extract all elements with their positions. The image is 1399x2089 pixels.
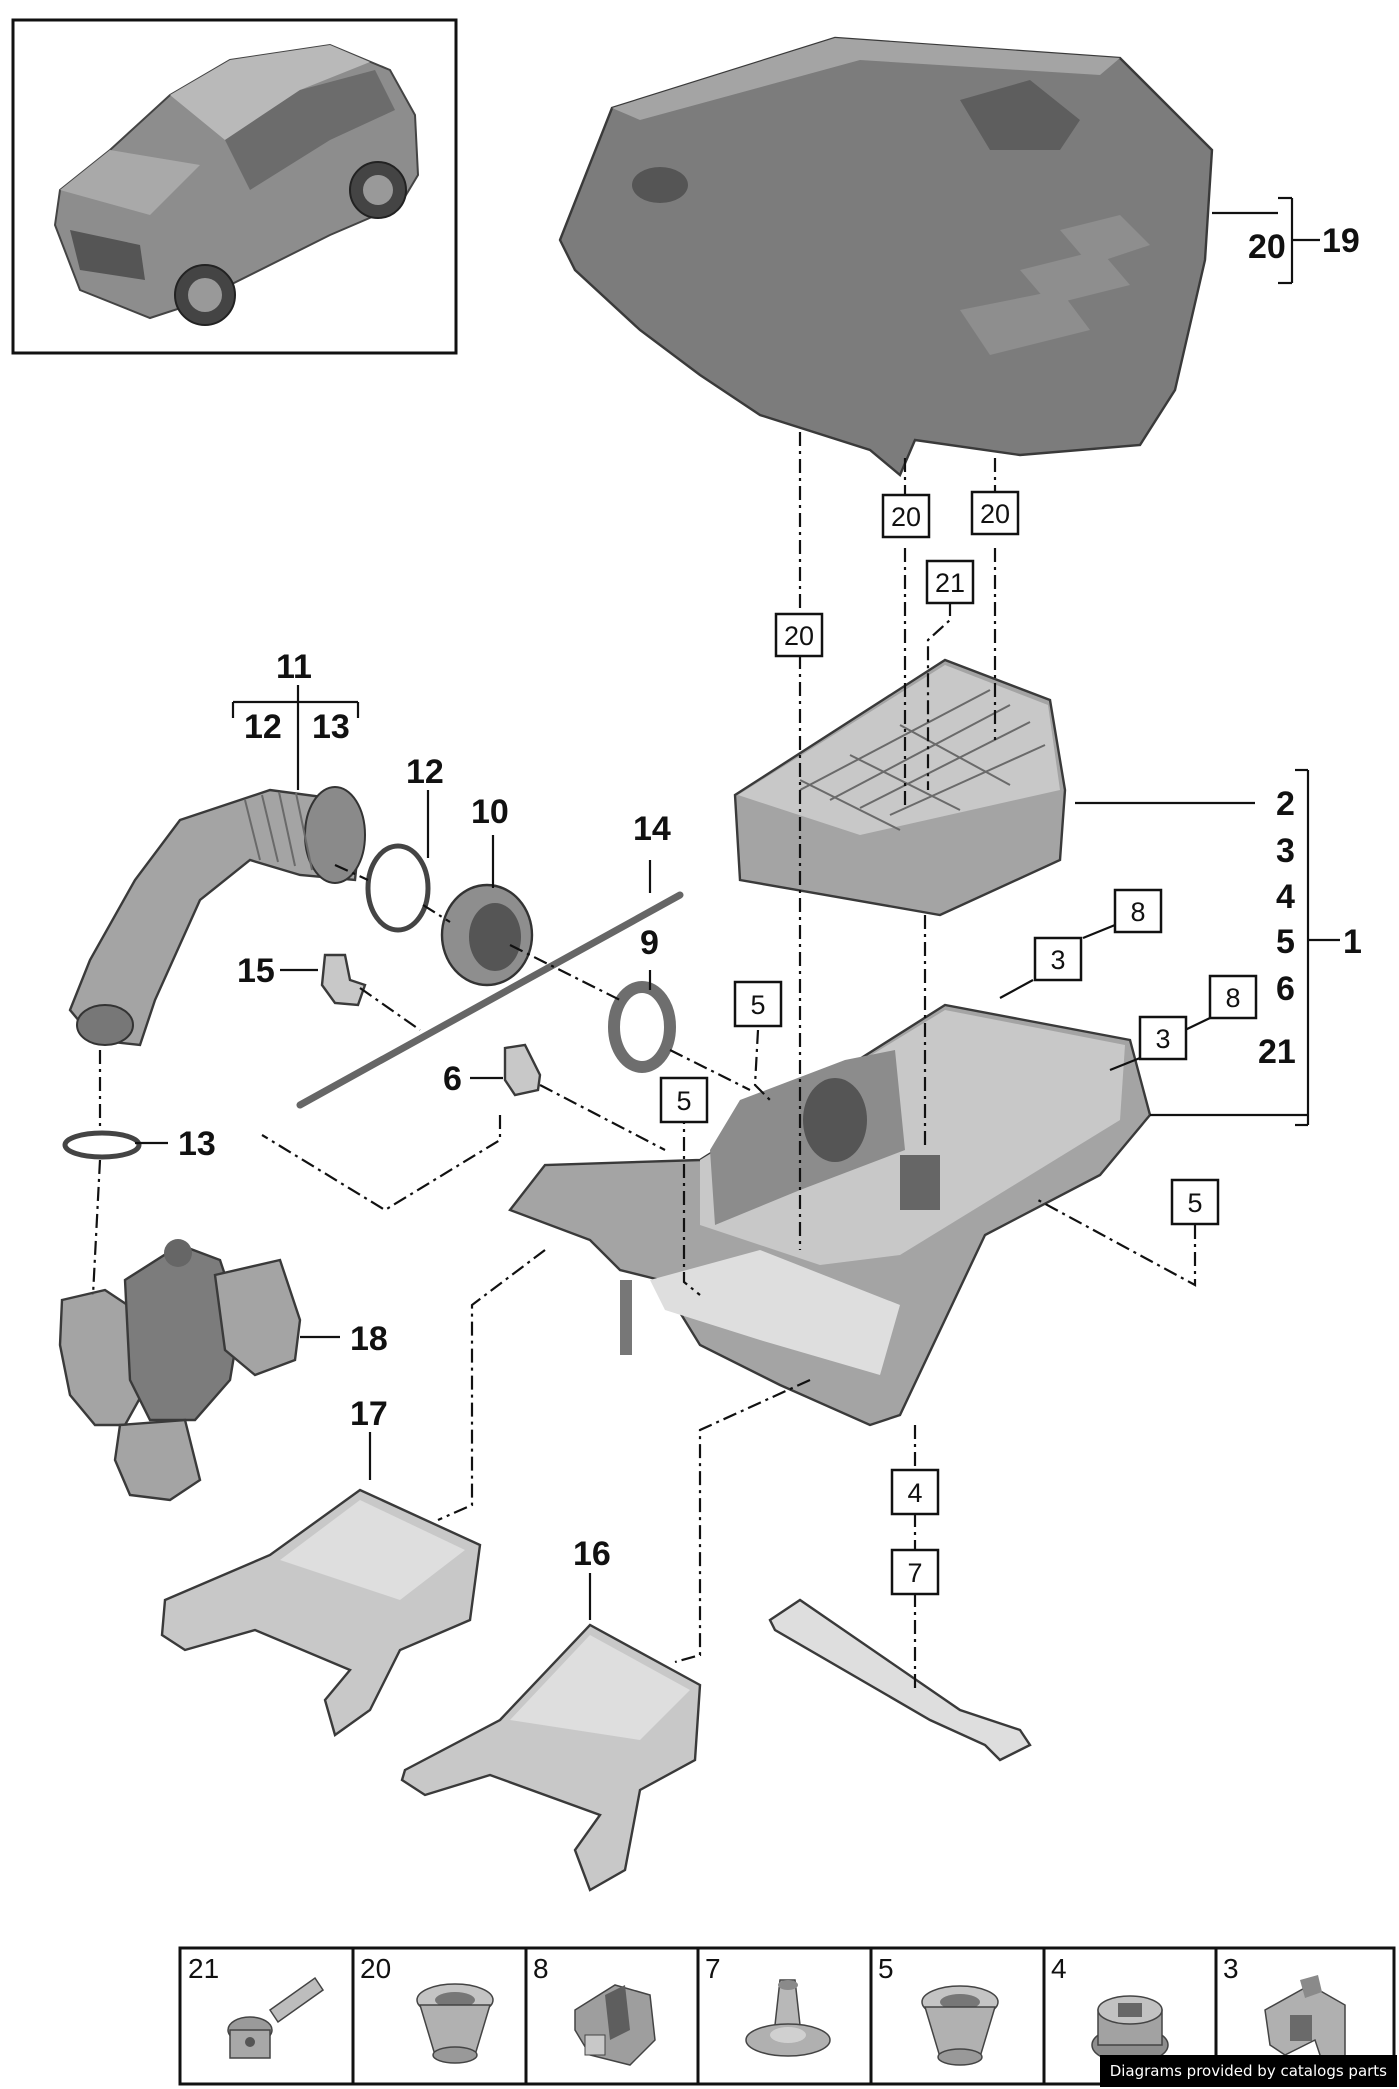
svg-text:4: 4 xyxy=(907,1478,922,1508)
callout-6: 6 xyxy=(443,1060,462,1098)
hose-clamp-13 xyxy=(62,1130,142,1160)
callout-2: 2 xyxy=(1276,785,1295,823)
svg-text:5: 5 xyxy=(1187,1188,1202,1218)
push-rivet-icon xyxy=(745,1979,831,2057)
callout-17: 17 xyxy=(350,1395,388,1433)
seal-ring-9 xyxy=(608,981,676,1073)
callout-19: 19 xyxy=(1322,222,1360,260)
intake-tube xyxy=(68,786,366,1047)
box-label-8: 8 xyxy=(1113,888,1163,934)
table-label-21: 21 xyxy=(188,1953,219,1984)
svg-text:8: 8 xyxy=(1130,897,1145,927)
air-filter-element xyxy=(733,658,1067,917)
svg-text:20: 20 xyxy=(980,499,1010,529)
box-label-20: 20 xyxy=(970,490,1020,536)
connecting-sleeve-10 xyxy=(440,883,534,987)
svg-text:20: 20 xyxy=(784,621,814,651)
rod-14 xyxy=(296,891,684,1109)
air-filter-housing xyxy=(508,1003,1152,1427)
air-duct-16 xyxy=(400,1623,702,1892)
grommet-icon xyxy=(416,1983,494,2064)
svg-text:3: 3 xyxy=(1050,945,1065,975)
box-label-5: 5 xyxy=(1170,1178,1220,1226)
callout-13: 13 xyxy=(178,1125,216,1163)
callout-9: 9 xyxy=(640,924,659,962)
callout-18: 18 xyxy=(350,1320,388,1358)
box-label-3: 3 xyxy=(1033,936,1083,982)
callout-6-group: 6 xyxy=(1276,970,1295,1008)
callout-10: 10 xyxy=(471,793,509,831)
svg-text:20: 20 xyxy=(891,502,921,532)
callout-numbers: 19 20 11 12 13 12 10 14 9 15 6 13 18 17 … xyxy=(178,222,1362,1573)
svg-text:5: 5 xyxy=(676,1086,691,1116)
box-label-8: 8 xyxy=(1208,974,1258,1020)
box-label-3: 3 xyxy=(1138,1015,1188,1061)
connector-6 xyxy=(503,1043,542,1097)
hose-clamp-12 xyxy=(365,843,431,933)
leader-lines xyxy=(135,196,1340,1620)
air-duct-17 xyxy=(160,1488,482,1737)
callout-16: 16 xyxy=(573,1535,611,1573)
assembly-lines xyxy=(91,432,1197,1690)
engine-cover xyxy=(558,36,1214,477)
table-label-7: 7 xyxy=(705,1953,721,1984)
bolt-icon xyxy=(227,1976,325,2059)
box-label-20: 20 xyxy=(774,612,824,658)
grommet-icon xyxy=(921,1985,999,2066)
bracket-7 xyxy=(768,1598,1032,1762)
table-label-8: 8 xyxy=(533,1953,549,1984)
callout-12-group: 12 xyxy=(244,708,282,746)
callout-12: 12 xyxy=(406,753,444,791)
table-label-4: 4 xyxy=(1051,1953,1067,1984)
callout-15: 15 xyxy=(237,952,275,990)
clip-icon xyxy=(574,1984,656,2066)
callout-11: 11 xyxy=(276,648,312,686)
table-label-20: 20 xyxy=(360,1953,391,1984)
callout-14: 14 xyxy=(633,810,671,848)
rubber-bushing-icon xyxy=(1091,1995,1169,2064)
svg-text:3: 3 xyxy=(1155,1024,1170,1054)
callout-3: 3 xyxy=(1276,832,1295,870)
turbocharger xyxy=(58,1239,302,1502)
sensor-15 xyxy=(320,953,367,1007)
callout-20: 20 xyxy=(1248,228,1286,266)
svg-text:8: 8 xyxy=(1225,983,1240,1013)
callout-21: 21 xyxy=(1258,1033,1296,1071)
svg-text:5: 5 xyxy=(750,990,765,1020)
attribution-badge: Diagrams provided by catalogs parts xyxy=(1099,2055,1397,2087)
box-label-5: 5 xyxy=(659,1076,709,1124)
svg-text:21: 21 xyxy=(935,568,965,598)
table-label-3: 3 xyxy=(1223,1953,1239,1984)
boxed-labels: 20 20 21 20 8 3 8 3 5 5 5 4 7 xyxy=(659,490,1258,1596)
callout-13-group: 13 xyxy=(312,708,350,746)
box-label-20: 20 xyxy=(881,493,931,539)
suv-icon xyxy=(53,43,420,326)
box-label-7: 7 xyxy=(890,1548,940,1596)
callout-5: 5 xyxy=(1276,923,1295,961)
svg-text:7: 7 xyxy=(907,1558,922,1588)
box-label-21: 21 xyxy=(925,559,975,605)
box-label-4: 4 xyxy=(890,1468,940,1516)
box-label-5: 5 xyxy=(733,980,783,1028)
callout-4: 4 xyxy=(1276,878,1295,916)
table-label-5: 5 xyxy=(878,1953,894,1984)
vehicle-thumbnail xyxy=(11,18,458,355)
callout-1: 1 xyxy=(1343,923,1362,961)
